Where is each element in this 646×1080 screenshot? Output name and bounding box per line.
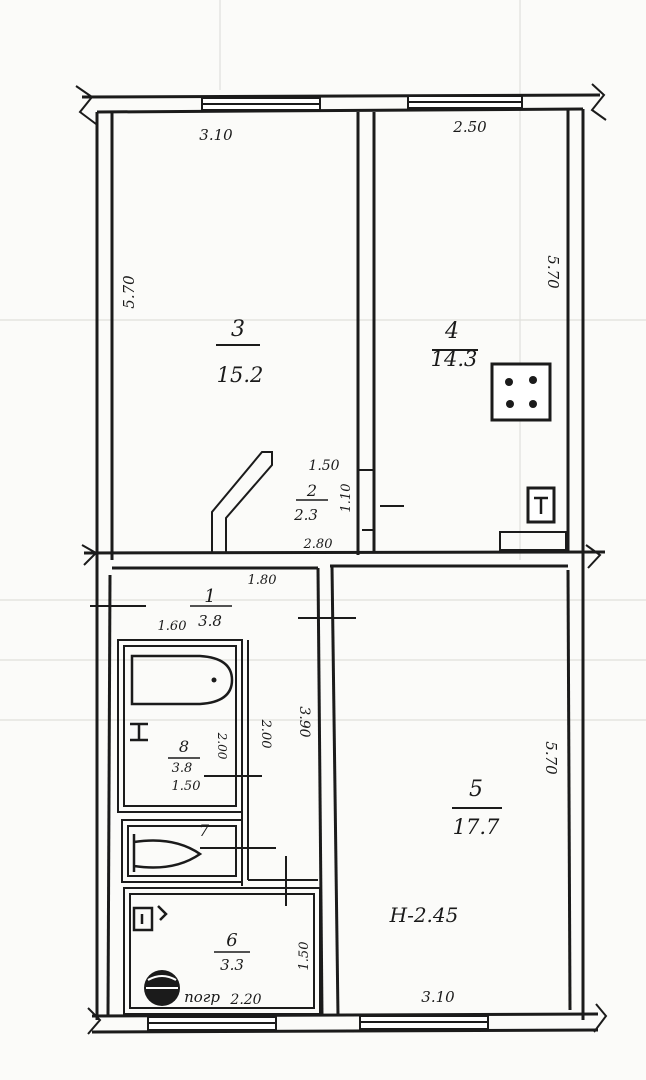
room-3-number: 3 [231, 317, 245, 342]
room2-bottom-dim: 2.80 [303, 537, 333, 552]
room-1-number: 1 [204, 586, 215, 607]
room-3-area: 15.2 [217, 363, 264, 387]
room8-length-dim: 2.00 [258, 719, 273, 749]
cellar-hatch-icon [144, 970, 180, 1006]
cellar-note: погр [184, 988, 220, 1006]
room-8-area: 3.8 [172, 761, 193, 776]
room-labels: 3 15.2 4 14.3 2 2.3 1 3.8 8 3.8 7 6 3.3 … [168, 317, 502, 974]
room5-width-dim: 3.10 [421, 988, 455, 1006]
bath-sink-icon [130, 722, 148, 742]
room4-width-dim: 2.50 [452, 118, 487, 136]
room6-width-dim: 2.20 [229, 992, 261, 1008]
fixtures [130, 362, 567, 1006]
room4-length-dim: 5.70 [544, 255, 562, 289]
room3-length-dim: 5.70 [120, 275, 138, 309]
room-6-number: 6 [226, 930, 237, 951]
room2-length-dim: 1.10 [339, 484, 354, 513]
room-8-number: 8 [179, 737, 189, 756]
room-5-number: 5 [469, 777, 483, 802]
room-2-number: 2 [306, 481, 317, 500]
room-4-number: 4 [444, 319, 459, 344]
room-6-area: 3.3 [220, 956, 244, 974]
toilet-icon [132, 834, 203, 872]
stove-icon [490, 362, 552, 422]
room2-width-dim: 1.50 [308, 458, 339, 474]
windows [147, 95, 523, 1031]
room6-length-dim: 1.50 [297, 942, 312, 971]
room8-width-dim: 1.50 [172, 779, 201, 794]
room5-length-dim: 5.70 [542, 741, 560, 775]
room3-width-dim: 3.10 [199, 126, 233, 144]
room8-height-dim: 2.00 [215, 732, 229, 760]
room1-top-dim: 1.80 [248, 573, 277, 588]
room-5-area: 17.7 [453, 815, 500, 839]
outer-walls [75, 83, 608, 1035]
room-7-number: 7 [199, 821, 210, 840]
bathtub-icon [130, 654, 234, 706]
ceiling-height-note: H-2.45 [389, 903, 459, 927]
room-1-area: 3.8 [198, 612, 222, 630]
room-4-area: 14.3 [431, 347, 478, 371]
wash-basin-icon [132, 905, 168, 932]
interior-walls-top [211, 112, 404, 555]
room-2-area: 2.3 [293, 506, 318, 524]
room1-left-dim: 1.60 [158, 619, 187, 634]
background-show-through [0, 0, 646, 721]
dimension-labels: 3.10 5.70 2.50 5.70 1.50 1.10 2.80 1.80 … [120, 118, 562, 1008]
interior-walls-bottom [90, 565, 356, 1017]
room1-length-dim: 3.90 [296, 706, 312, 737]
